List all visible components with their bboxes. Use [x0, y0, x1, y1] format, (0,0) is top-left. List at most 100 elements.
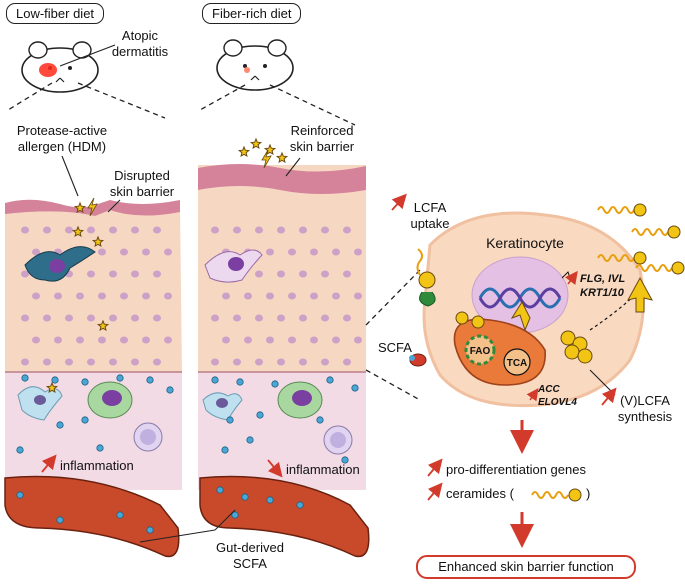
cell-nucleus — [266, 248, 274, 256]
scfa-dot — [351, 384, 359, 392]
immune-cell-dendritic-left — [17, 386, 63, 421]
cell-nucleus — [87, 358, 95, 366]
lcfa-receptor-icon — [416, 248, 436, 307]
inflammation-right-label: inflammation — [286, 462, 360, 477]
cell-nucleus — [277, 358, 285, 366]
cell-nucleus — [299, 270, 307, 278]
cell-nucleus — [288, 292, 296, 300]
reinforced-pointer — [285, 157, 301, 177]
cell-nucleus — [54, 336, 62, 344]
cell-nucleus — [277, 226, 285, 234]
cell-nucleus — [131, 226, 139, 234]
cell-nucleus — [332, 248, 340, 256]
scfa-cell-label: SCFA — [378, 340, 412, 355]
scfa-dot — [96, 444, 104, 452]
scfa-dot — [51, 376, 59, 384]
vlcfa-label-1: (V)LCFA — [620, 393, 670, 408]
cell-nucleus — [332, 336, 340, 344]
export-arrow-icon — [627, 276, 653, 313]
cell-nucleus — [299, 358, 307, 366]
cell-nucleus — [120, 336, 128, 344]
cell-nucleus — [321, 226, 329, 234]
cell-nucleus — [98, 336, 106, 344]
cell-nucleus — [255, 226, 263, 234]
allergen-star-icon — [237, 145, 251, 158]
scfa-dot — [316, 416, 324, 424]
scfa-dot — [16, 446, 24, 454]
gut-pointer-left — [139, 529, 216, 543]
lipid-chain-icon — [631, 228, 669, 236]
scfa-dot — [116, 511, 124, 519]
cell-nucleus — [76, 336, 84, 344]
mouse-low-fiber-icon — [21, 41, 99, 93]
cell-nucleus — [343, 270, 351, 278]
langerhans-cell-left — [24, 246, 96, 282]
cell-nucleus — [76, 292, 84, 300]
cell-nucleus — [222, 292, 230, 300]
cell-nucleus — [153, 270, 161, 278]
keratinocyte-label: Keratinocyte — [486, 235, 564, 251]
cell-nucleus — [21, 226, 29, 234]
cell-nucleus — [299, 314, 307, 322]
cell-nucleus — [109, 314, 117, 322]
scfa-dot — [246, 436, 254, 444]
vlcfa-up-arrow — [601, 387, 617, 406]
scfa-dot — [256, 411, 264, 419]
cell-nucleus — [87, 314, 95, 322]
scfa-dot — [116, 374, 124, 382]
scfa-dot — [266, 496, 274, 504]
cell-nuclei — [21, 226, 362, 366]
lightning-left-icon — [87, 197, 98, 217]
lipid-droplets — [455, 311, 593, 364]
cell-nucleus — [211, 358, 219, 366]
cell-nucleus — [244, 336, 252, 344]
mitochondrion — [453, 318, 546, 386]
scfa-dot — [81, 416, 89, 424]
gut-label-1: Gut-derived — [216, 540, 284, 555]
cell-nucleus — [142, 292, 150, 300]
atopic-label-2: dermatitis — [112, 44, 169, 59]
cell-nucleus — [343, 314, 351, 322]
tca-label: TCA — [507, 358, 528, 369]
allergen-star-icon — [73, 201, 87, 214]
cell-nucleus — [120, 248, 128, 256]
elovl4-label: ELOVL4 — [538, 397, 577, 408]
allergen-star-icon — [45, 381, 59, 394]
cell-nucleus — [65, 226, 73, 234]
protease-pointer — [61, 155, 79, 197]
inflammation-down-arrow — [267, 459, 283, 478]
cell-nucleus — [87, 226, 95, 234]
cell-nucleus — [233, 226, 241, 234]
allergen-star-icon — [91, 235, 105, 248]
zoom-lines — [7, 82, 356, 126]
cell-nucleus — [32, 292, 40, 300]
scfa-dot — [241, 493, 249, 501]
cell-nucleus — [21, 314, 29, 322]
cell-nucleus — [32, 336, 40, 344]
cell-nucleus — [153, 358, 161, 366]
cell-nucleus — [321, 358, 329, 366]
cell-nucleus — [21, 358, 29, 366]
scfa-dot — [216, 486, 224, 494]
reinforced-label-1: Reinforced — [291, 123, 354, 138]
cell-nucleus — [98, 248, 106, 256]
atopic-pointer — [59, 44, 116, 67]
lcfa-label-2: uptake — [410, 216, 449, 231]
cell-nucleus — [164, 336, 172, 344]
cell-nucleus — [65, 358, 73, 366]
scfa-dot — [146, 376, 154, 384]
cell-nucleus — [255, 358, 263, 366]
ceramide-icon — [531, 491, 569, 499]
cell-nucleus — [310, 248, 318, 256]
disrupted-pointer — [107, 199, 121, 213]
lipid-chain-icon — [635, 264, 673, 272]
cell-zoom-lines — [365, 269, 421, 401]
ceramide-head-icon — [568, 488, 582, 502]
lcfa-label-1: LCFA — [414, 200, 447, 215]
ceramides-up-arrow — [427, 482, 443, 501]
mouse-fiber-rich-icon — [216, 39, 294, 91]
cell-nucleus — [21, 270, 29, 278]
cell-nucleus — [153, 314, 161, 322]
cell-nucleus — [321, 314, 329, 322]
